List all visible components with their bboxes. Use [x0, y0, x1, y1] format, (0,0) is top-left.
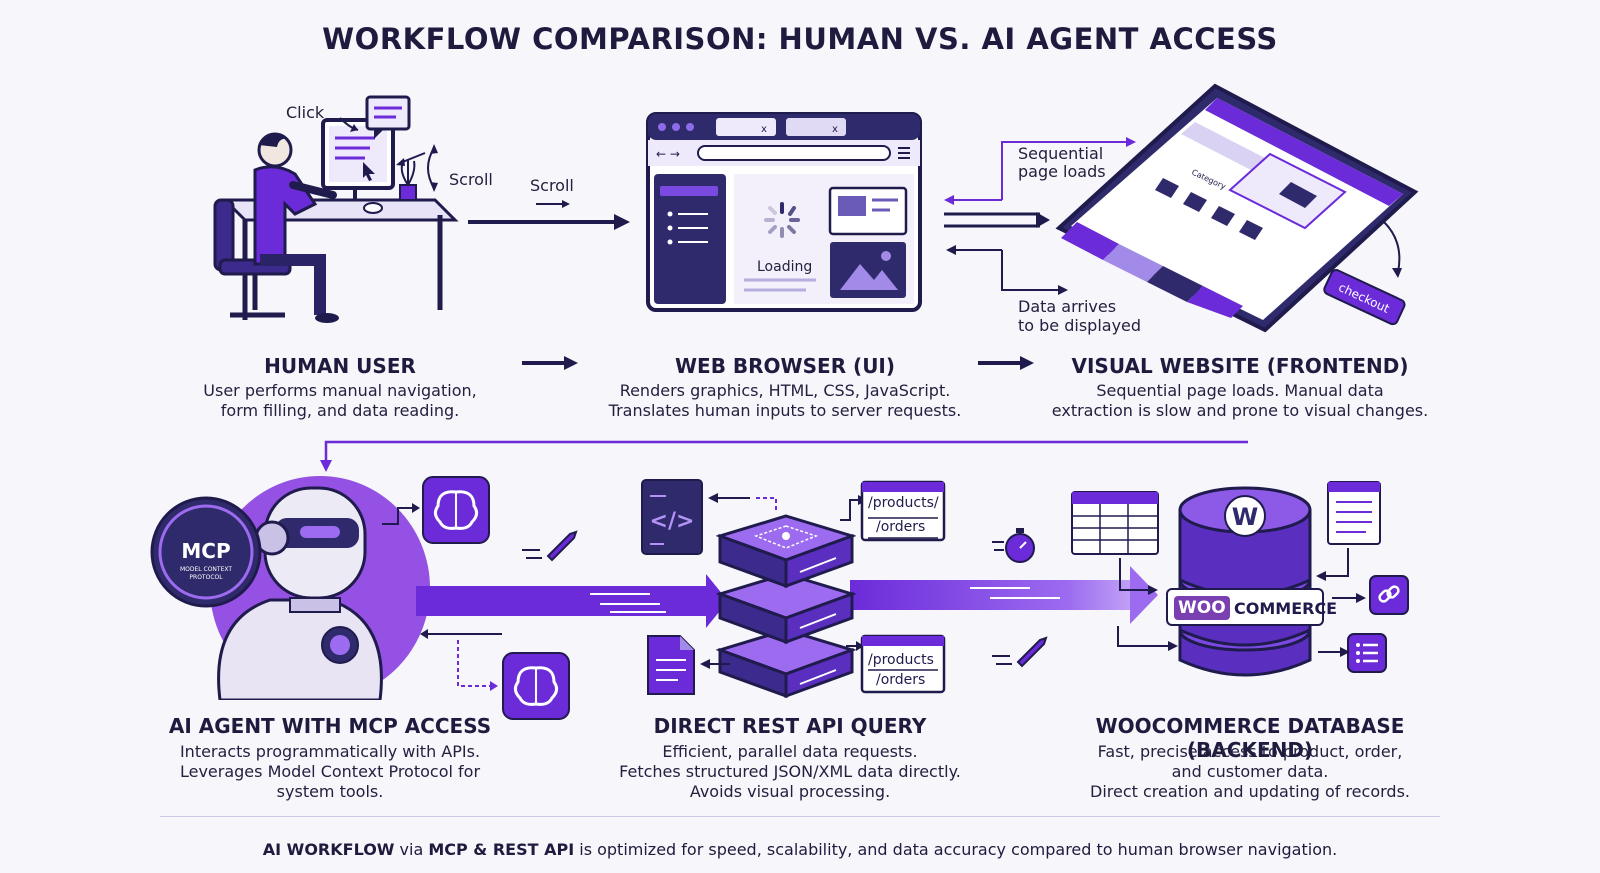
arrow-human-to-browser	[468, 200, 630, 230]
document-icon	[647, 635, 695, 695]
step-title-ai-agent: AI AGENT WITH MCP ACCESS	[168, 714, 492, 738]
api-flow-arrows	[416, 566, 1158, 628]
step-title-human-user: HUMAN USER	[264, 354, 416, 378]
svg-text:x: x	[832, 124, 838, 135]
step-title-web-browser: WEB BROWSER (UI)	[674, 354, 896, 378]
step-desc-ai-agent-2: Leverages Model Context Protocol for	[179, 762, 481, 781]
checklist-icon	[1347, 633, 1387, 673]
server-connector-arrows	[700, 493, 868, 669]
step-desc-visual-website-2: extraction is slow and prone to visual c…	[1051, 401, 1429, 420]
footer-note: AI WORKFLOW via MCP & REST API is optimi…	[0, 840, 1600, 859]
endpoint-top-line-1: /products/	[868, 495, 939, 511]
step-arrow-1	[522, 356, 578, 370]
brain-connector-arrows	[382, 503, 502, 691]
step-desc-web-browser-2: Translates human inputs to server reques…	[608, 401, 962, 420]
mcp-badge-text: MCP	[181, 539, 230, 563]
footer-bold-2: MCP & REST API	[428, 840, 575, 859]
data-arrives-label-2: to be displayed	[1018, 316, 1142, 335]
step-desc-woocommerce-db-1: Fast, precise access to product, order,	[1097, 742, 1403, 761]
step-title-visual-website: VISUAL WEBSITE (FRONTEND)	[1071, 354, 1409, 378]
step-desc-woocommerce-db-2: and customer data.	[1171, 762, 1329, 781]
sequential-label-1: Sequential	[1018, 144, 1104, 163]
step-desc-rest-api-2: Fetches structured JSON/XML data directl…	[619, 762, 961, 781]
web-browser-illustration: x x ← →	[646, 112, 922, 312]
wordpress-logo-icon: W	[1232, 503, 1258, 531]
commerce-logo-text: COMMERCE	[1234, 599, 1338, 618]
step-desc-ai-agent-3: system tools.	[276, 782, 384, 801]
svg-text:x: x	[761, 124, 767, 135]
footer-divider	[160, 816, 1440, 817]
brain-icon-bottom	[502, 652, 570, 720]
endpoint-arrow-bottom	[846, 641, 864, 651]
woo-logo-text: WOO	[1174, 596, 1230, 620]
database-connector-arrows	[1117, 548, 1366, 657]
rocket-icon-1	[522, 530, 578, 562]
woocommerce-logo: WOO COMMERCE	[1166, 588, 1337, 626]
step-title-woocommerce-db: WOOCOMMERCE DATABASE (BACKEND)	[1095, 714, 1405, 762]
footer-text-1: via	[394, 840, 429, 859]
browser-website-arrows	[944, 137, 1136, 295]
link-icon	[1369, 575, 1409, 615]
footer-bold-1: AI WORKFLOW	[262, 840, 395, 859]
step-desc-human-user-1: User performs manual navigation,	[203, 381, 477, 400]
step-desc-woocommerce-db-3: Direct creation and updating of records.	[1090, 782, 1410, 801]
interaction-arrows	[339, 117, 438, 192]
step-desc-human-user-2: form filling, and data reading.	[220, 401, 460, 420]
data-arrives-label-1: Data arrives	[1018, 297, 1117, 316]
code-window-icon: </>	[641, 479, 703, 555]
svg-text:← →: ← →	[656, 147, 680, 161]
server-stack-illustration	[716, 514, 856, 698]
endpoint-card-top	[860, 480, 946, 542]
scroll-label: Scroll	[449, 170, 493, 189]
endpoint-bottom-line-2: /orders	[876, 672, 926, 688]
step-desc-visual-website-1: Sequential page loads. Manual data	[1096, 381, 1384, 400]
stopwatch-icon	[992, 528, 1035, 563]
step-desc-ai-agent-1: Interacts programmatically with APIs.	[179, 742, 481, 761]
table-grid-icon	[1071, 491, 1159, 555]
page-title: WORKFLOW COMPARISON: HUMAN VS. AI AGENT …	[322, 22, 1278, 56]
rocket-icon-2	[992, 636, 1048, 668]
step-desc-rest-api-1: Efficient, parallel data requests.	[662, 742, 918, 761]
endpoint-bottom-line-1: /products	[868, 652, 934, 668]
ai-agent-illustration: MCP MODEL CONTEXT PROTOCOL	[150, 476, 430, 700]
footer-text-2: is optimized for speed, scalability, and…	[574, 840, 1338, 859]
endpoint-top-line-2: /orders	[876, 519, 926, 535]
brain-icon-top	[422, 476, 490, 544]
code-glyph: </>	[650, 509, 695, 534]
mcp-badge-sub-1: MODEL CONTEXT	[180, 566, 232, 573]
step-title-rest-api: DIRECT REST API QUERY	[653, 714, 927, 738]
loading-label: Loading	[757, 259, 813, 275]
visual-website-illustration: Category	[1055, 83, 1419, 333]
checkout-arrow	[1383, 221, 1402, 278]
arrow-scroll-label: Scroll	[530, 176, 574, 195]
step-arrow-2	[978, 356, 1034, 370]
sequential-label-2: page loads	[1018, 162, 1106, 181]
endpoint-card-bottom	[860, 634, 946, 694]
click-label: Click	[286, 103, 325, 122]
checkout-button[interactable]: checkout	[1318, 268, 1410, 328]
step-desc-rest-api-3: Avoids visual processing.	[689, 782, 891, 801]
mcp-badge-sub-2: PROTOCOL	[189, 574, 223, 581]
return-connector-arrow	[320, 440, 1248, 472]
message-icon	[365, 95, 411, 139]
list-document-icon	[1327, 481, 1381, 545]
step-desc-web-browser-1: Renders graphics, HTML, CSS, JavaScript.	[619, 381, 951, 400]
